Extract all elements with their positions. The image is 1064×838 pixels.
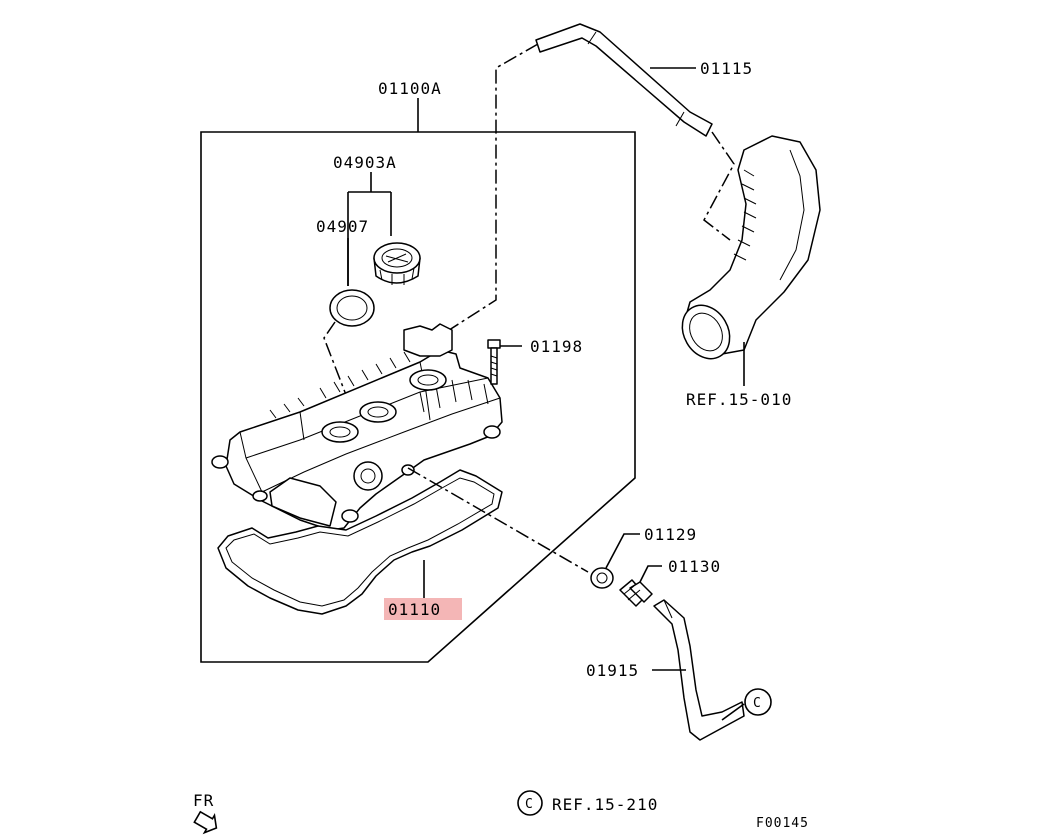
label-04907[interactable]: 04907	[316, 217, 369, 236]
hose-to-intake-dashed	[703, 131, 735, 241]
label-ref-15-010[interactable]: REF.15-010	[686, 390, 792, 409]
breather-hose-01115	[535, 23, 713, 137]
ref-c-marker-icon	[517, 790, 543, 816]
rocker-cover-gasket	[217, 469, 503, 615]
figure-id: F00145	[756, 816, 809, 831]
label-04903A[interactable]: 04903A	[333, 153, 397, 172]
rocker-cover-gasket-inner	[225, 477, 495, 607]
leader-connector-c	[721, 703, 745, 721]
leader-04903A	[347, 172, 392, 286]
grommet-01129	[590, 567, 614, 589]
label-01130[interactable]: 01130	[668, 557, 721, 576]
connector-c-icon	[744, 688, 772, 716]
front-direction-arrow-icon	[193, 810, 218, 835]
label-01198[interactable]: 01198	[530, 337, 583, 356]
connector-c-letter: C	[753, 696, 762, 711]
pcv-to-cover-dashed	[407, 467, 589, 573]
highlight-01110	[384, 598, 462, 620]
air-intake-hose	[681, 135, 821, 360]
pcv-valve-01130	[619, 579, 653, 607]
label-01915[interactable]: 01915	[586, 661, 639, 680]
ref-c-letter: C	[525, 797, 534, 812]
label-ref-15-210[interactable]: REF.15-210	[552, 795, 658, 814]
leader-01129	[605, 533, 640, 569]
leader-01130	[639, 565, 662, 583]
label-01129[interactable]: 01129	[644, 525, 697, 544]
label-01100A[interactable]: 01100A	[378, 79, 442, 98]
rocker-cover	[211, 323, 503, 531]
hose-01915	[653, 599, 745, 741]
bolt-01198	[487, 339, 501, 385]
filler-cap-gasket	[329, 289, 375, 327]
oil-filler-cap	[373, 242, 421, 285]
assembly-frame	[200, 131, 636, 663]
label-01110[interactable]: 01110	[388, 600, 441, 619]
label-01115[interactable]: 01115	[700, 59, 753, 78]
front-label: FR	[193, 791, 214, 810]
breather-hose-dashed	[445, 43, 539, 333]
